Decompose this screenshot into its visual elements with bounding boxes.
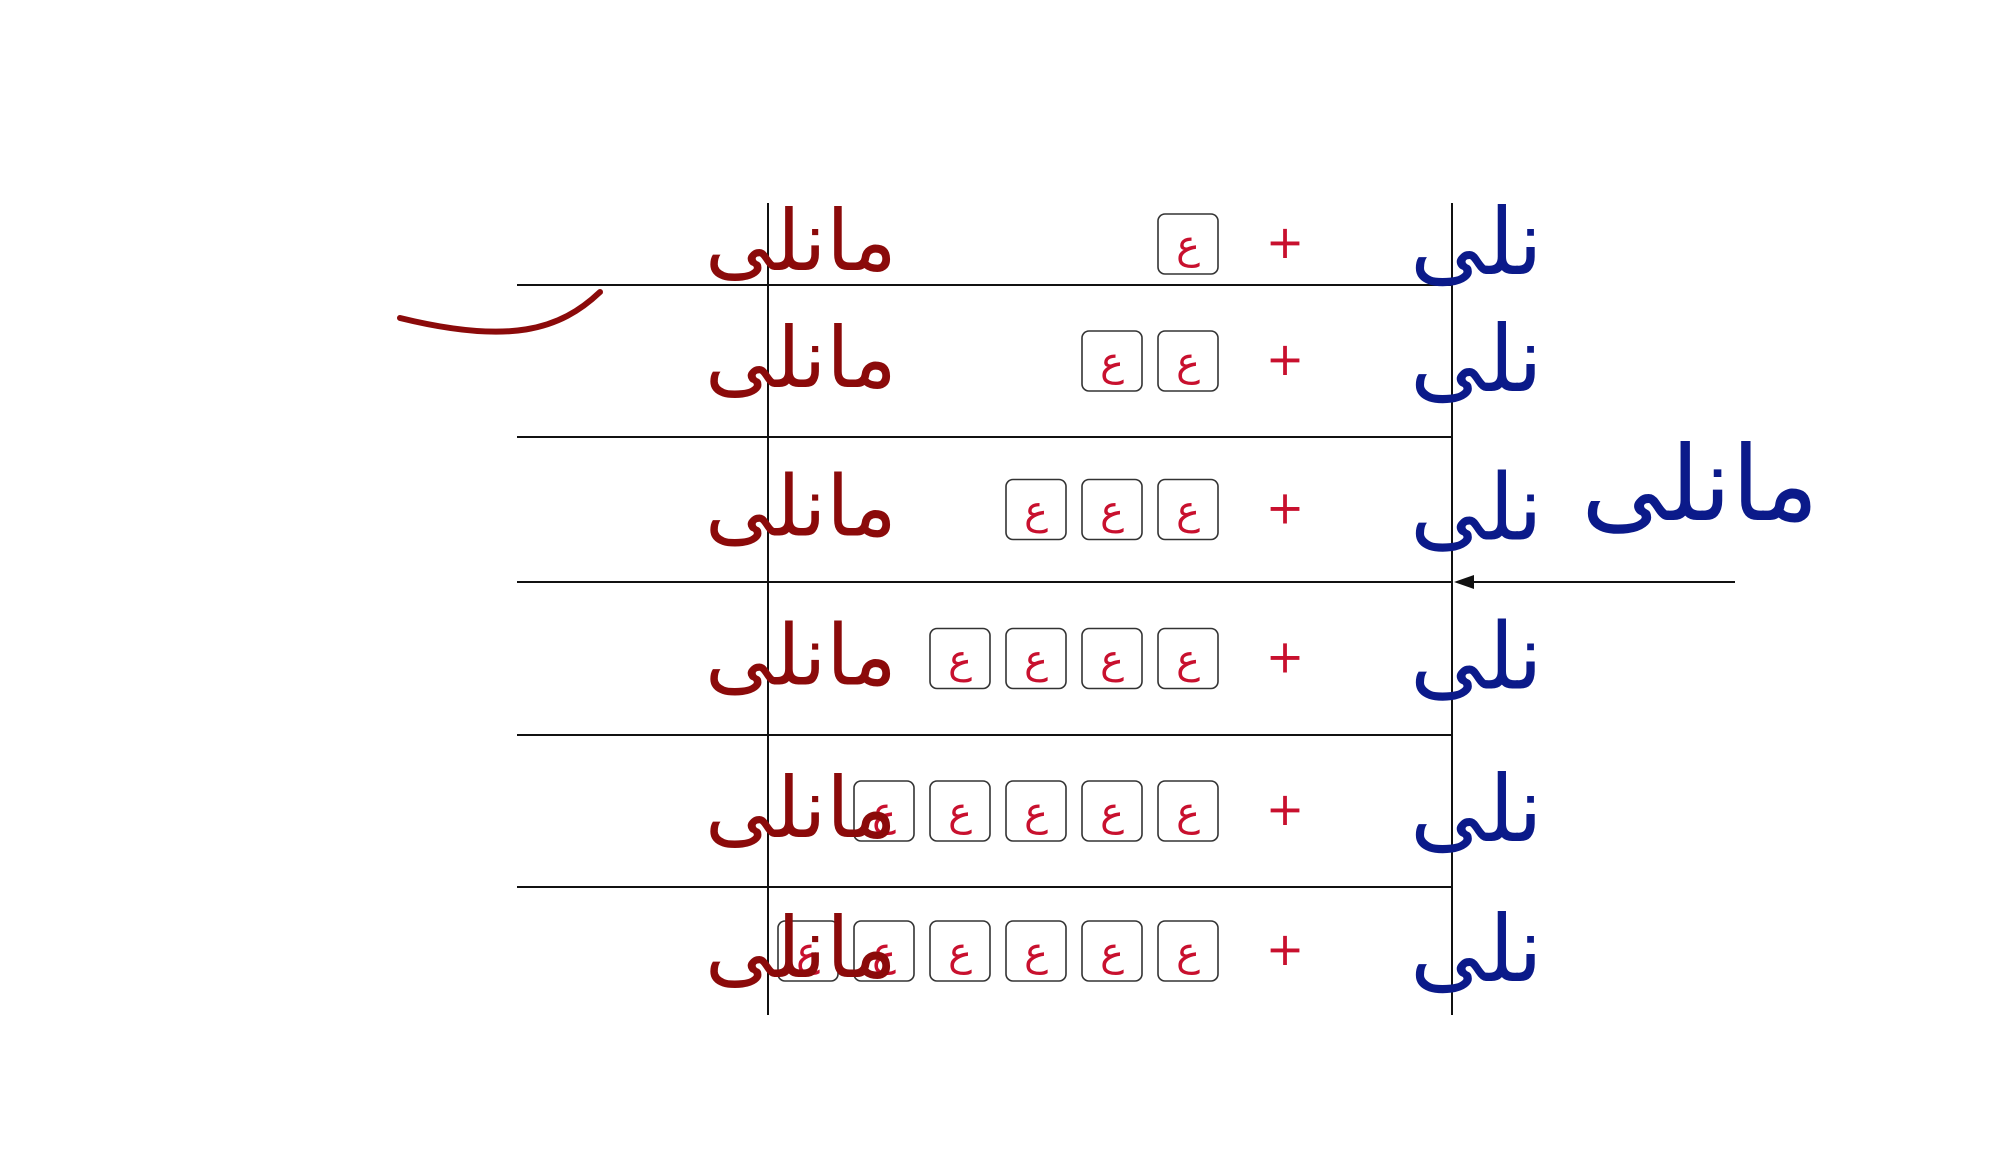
char-glyph: ع	[796, 929, 820, 975]
char-box: ع	[929, 780, 991, 842]
char-box-frame	[1157, 478, 1219, 541]
char-box-frame	[1157, 330, 1219, 392]
char-glyph: ع	[1100, 488, 1124, 534]
char-box: ع	[1005, 627, 1067, 690]
char-glyph: ع	[1100, 929, 1124, 975]
table-rows: نلی+عمانلینلی+ععمانلینلی+عععمانلینلی+ععع…	[397, 189, 1543, 1003]
char-box: ع	[1157, 627, 1219, 690]
char-glyph: ع	[948, 789, 972, 835]
result-word: مانلی	[705, 607, 897, 705]
char-box-frame	[1157, 780, 1219, 842]
table-row: نلی + ع مانلی	[705, 189, 1543, 296]
char-glyph: ع	[1176, 929, 1200, 975]
char-glyph: ع	[1176, 789, 1200, 835]
char-glyph: ع	[1024, 929, 1048, 975]
char-glyph: ع	[1100, 339, 1124, 385]
composed-word-group: مانلی	[1454, 423, 1819, 589]
base-word: نلی	[1410, 455, 1543, 562]
char-glyph: ع	[1024, 789, 1048, 835]
char-box: ع	[929, 920, 991, 982]
char-box: ع	[1157, 920, 1219, 982]
base-word: نلی	[1410, 756, 1543, 863]
char-box: ع	[1157, 478, 1219, 541]
char-box: ع	[1081, 780, 1143, 842]
table-row: نلی + ع ع ع مانلی	[705, 455, 1543, 562]
char-glyph: ع	[1024, 488, 1048, 534]
char-box-frame	[1157, 627, 1219, 690]
char-glyph: ع	[1176, 339, 1200, 385]
char-box: ع	[929, 627, 991, 690]
char-box-frame	[929, 627, 991, 690]
table-grid	[517, 203, 1453, 1015]
char-box: ع	[1081, 478, 1143, 541]
char-box: ع	[1157, 330, 1219, 392]
plus-sign: +	[1266, 630, 1305, 684]
char-glyph: ع	[1176, 488, 1200, 534]
char-glyph: ع	[1176, 222, 1200, 268]
pointer-arrow-head	[1454, 575, 1474, 589]
composed-word: مانلی	[1581, 423, 1818, 545]
char-glyph: ع	[948, 929, 972, 975]
result-word: مانلی	[705, 192, 897, 290]
plus-sign: +	[1266, 782, 1305, 836]
base-word: نلی	[1410, 896, 1543, 1003]
char-glyph: ع	[948, 637, 972, 683]
base-word: نلی	[1410, 306, 1543, 413]
char-glyph: ع	[1024, 637, 1048, 683]
base-word: نلی	[1410, 189, 1543, 296]
char-box-frame	[1005, 920, 1067, 982]
plus-sign: +	[1266, 922, 1305, 976]
result-word: مانلی	[705, 759, 897, 857]
char-box-frame	[1005, 780, 1067, 842]
table-row: نلی + ع ع مانلی	[705, 306, 1543, 413]
char-box: ع	[1005, 780, 1067, 842]
result-word: مانلی	[705, 309, 897, 407]
char-box: ع	[853, 780, 915, 842]
char-box-frame	[1081, 478, 1143, 541]
char-box-frame	[777, 920, 839, 982]
char-box: ع	[853, 920, 915, 982]
char-box-frame	[1005, 627, 1067, 690]
result-word: مانلی	[705, 899, 897, 997]
char-glyph: ع	[1176, 637, 1200, 683]
char-box: ع	[777, 920, 839, 982]
char-box: ع	[1081, 330, 1143, 392]
plus-sign: +	[1266, 332, 1305, 386]
char-box-frame	[1081, 920, 1143, 982]
plus-sign: +	[1266, 481, 1305, 535]
char-box-frame	[1081, 330, 1143, 392]
char-box: ع	[1081, 920, 1143, 982]
char-box: ع	[1081, 627, 1143, 690]
char-box-frame	[929, 780, 991, 842]
char-box: ع	[1005, 920, 1067, 982]
char-box: ع	[1157, 213, 1219, 275]
swash-tail	[397, 289, 603, 335]
char-glyph: ع	[1100, 789, 1124, 835]
char-box-frame	[1157, 920, 1219, 982]
char-glyph: ع	[872, 789, 896, 835]
char-box-frame	[853, 920, 915, 982]
char-box-frame	[1157, 213, 1219, 275]
char-box-frame	[853, 780, 915, 842]
char-glyph: ع	[1100, 637, 1124, 683]
table-row: نلی + ع ع ع ع مانلی	[705, 604, 1543, 711]
base-word: نلی	[1410, 604, 1543, 711]
char-box-frame	[929, 920, 991, 982]
char-box-frame	[1005, 478, 1067, 541]
char-box: ع	[1157, 780, 1219, 842]
result-word: مانلی	[705, 458, 897, 556]
char-glyph: ع	[872, 929, 896, 975]
char-box: ع	[1005, 478, 1067, 541]
plus-sign: +	[1266, 215, 1305, 269]
char-box-frame	[1081, 627, 1143, 690]
char-box-frame	[1081, 780, 1143, 842]
